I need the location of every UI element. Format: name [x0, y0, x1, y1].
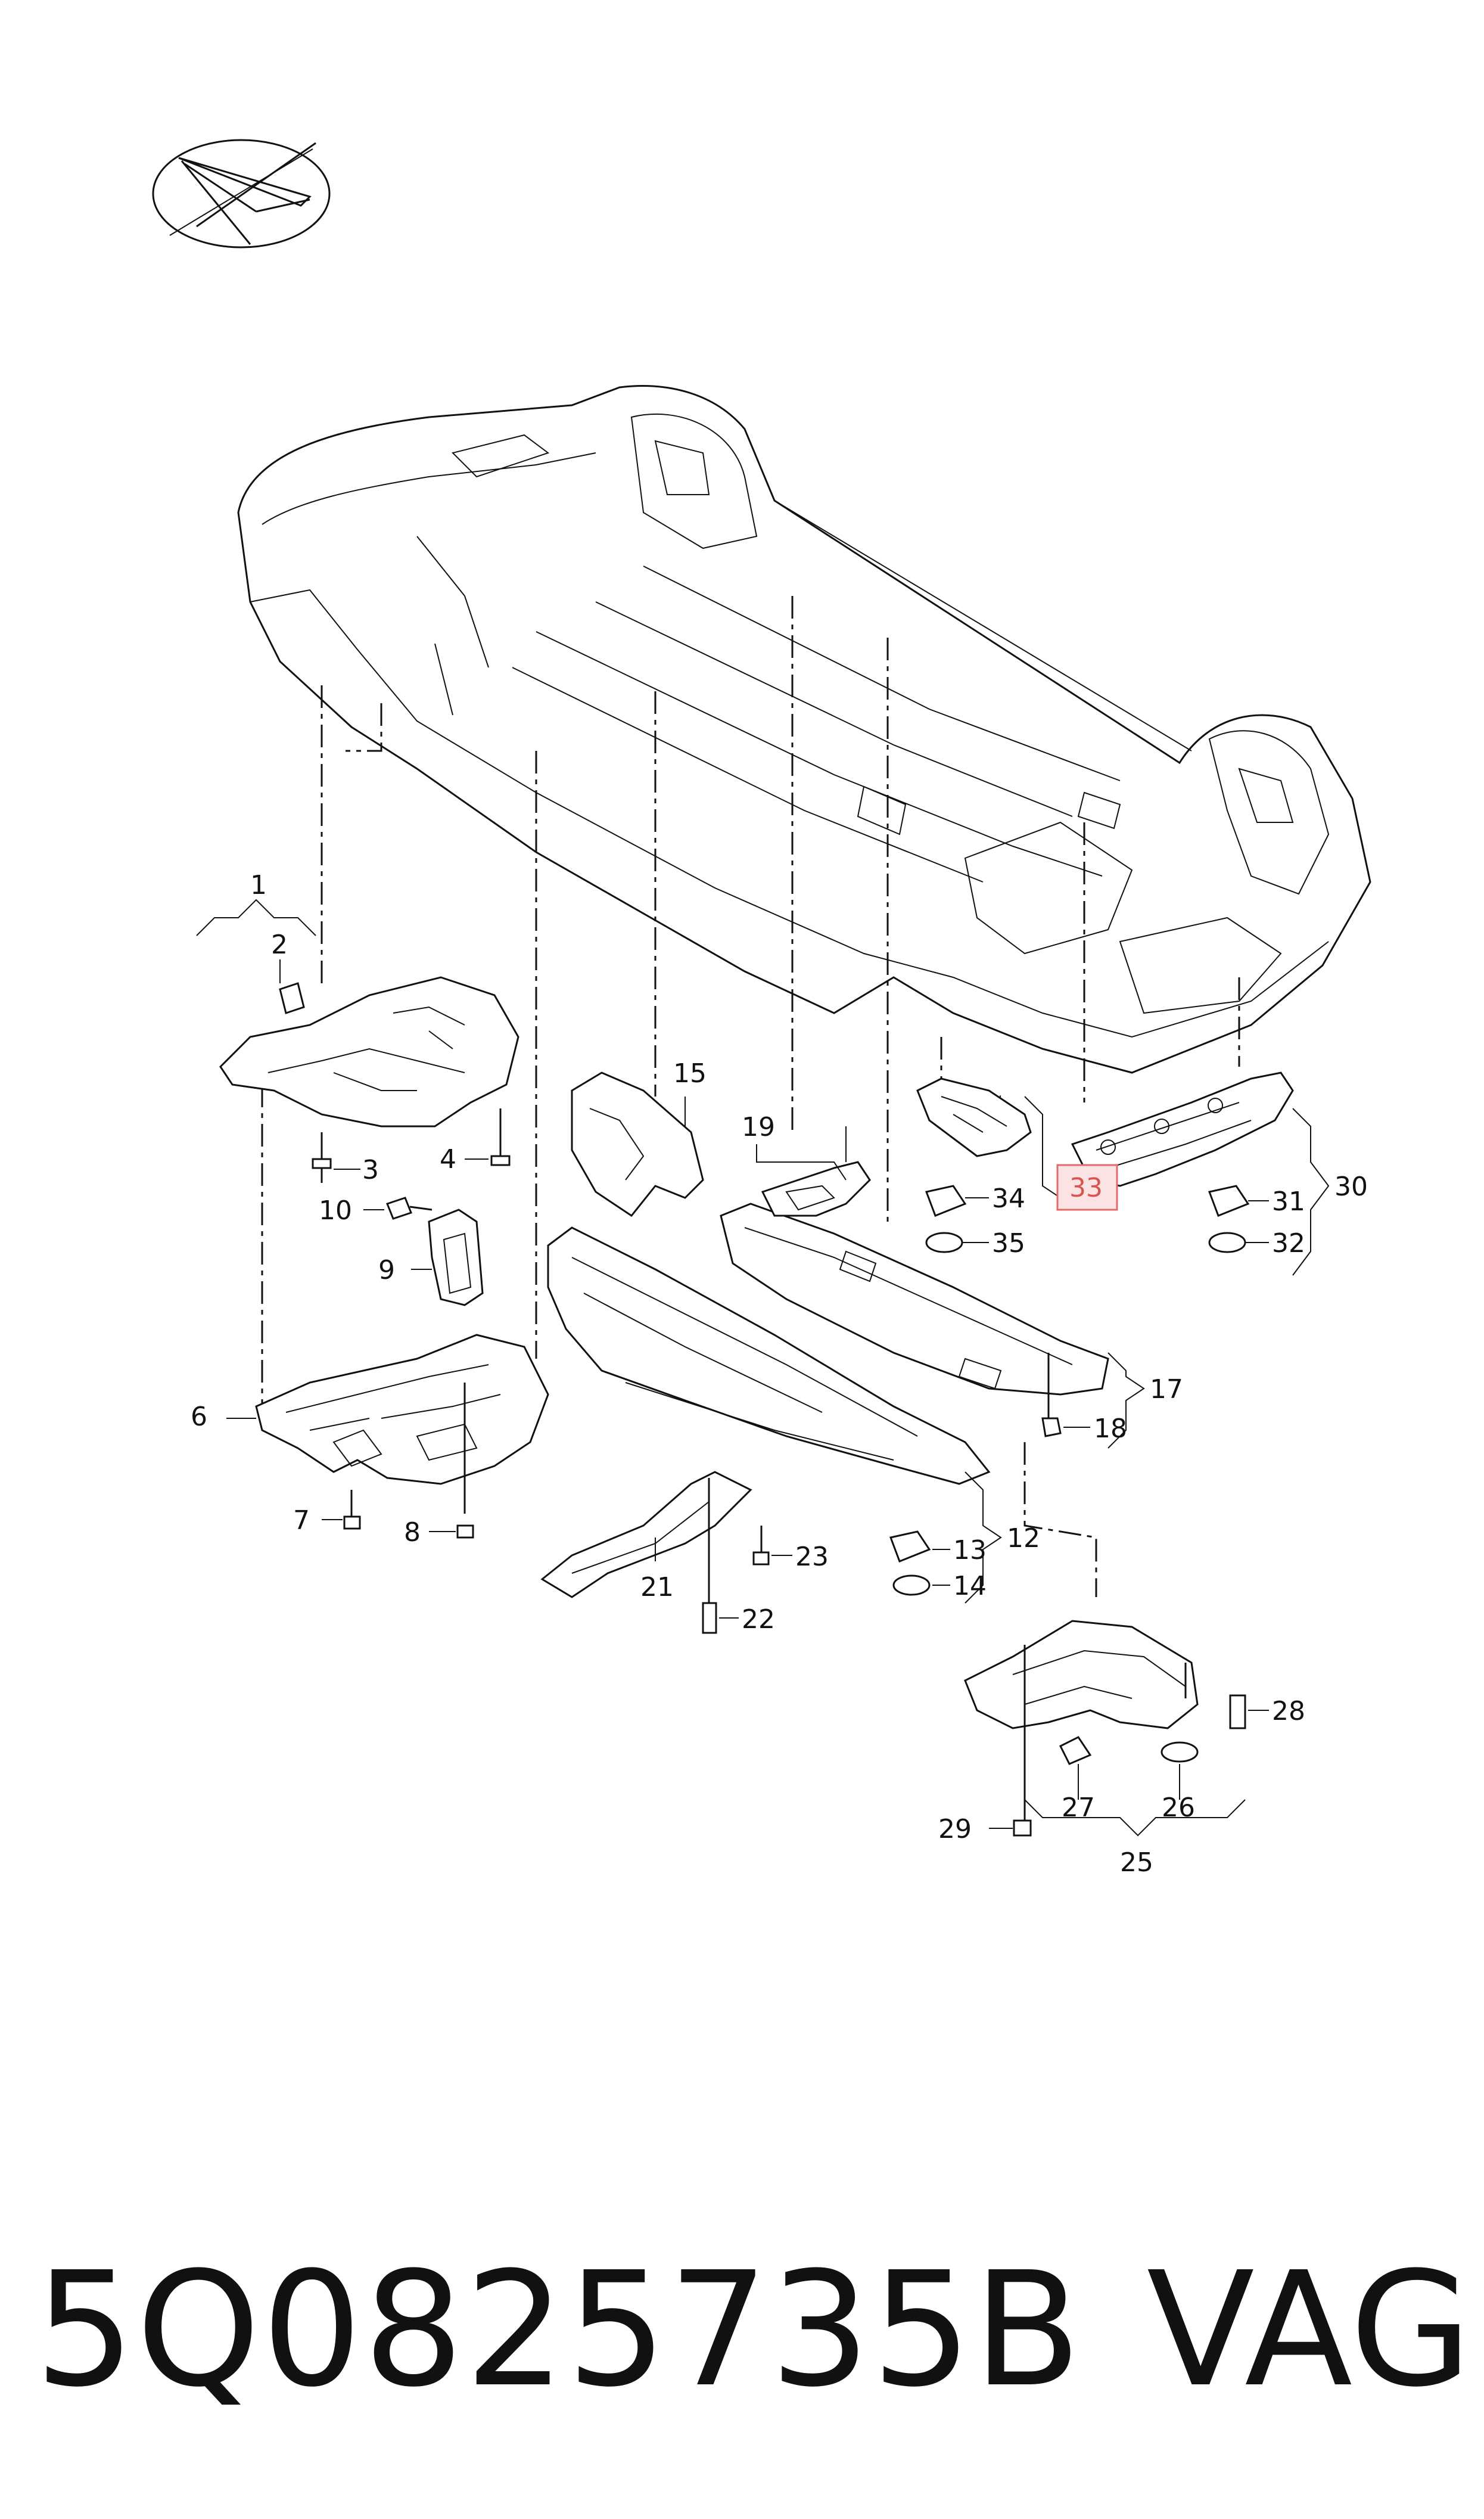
part-29-bolt: [1013, 1819, 1032, 1837]
label-28: 28: [1272, 1696, 1305, 1726]
label-30: 30: [1334, 1172, 1368, 1202]
label-13: 13: [953, 1535, 987, 1566]
part-13-clip: [889, 1530, 931, 1563]
part-35-nut: [925, 1232, 963, 1253]
part-17-tunnel-panel: [720, 1203, 1109, 1418]
label-21: 21: [640, 1572, 674, 1602]
highlight-box-33: [1056, 1164, 1118, 1211]
part-27-clip: [1059, 1736, 1092, 1765]
label-2: 2: [271, 930, 288, 960]
label-26: 26: [1162, 1793, 1195, 1823]
label-18: 18: [1094, 1414, 1127, 1444]
label-33: 33: [1069, 1173, 1103, 1203]
part-18-clip: [1041, 1417, 1062, 1437]
label-12: 12: [1007, 1523, 1040, 1554]
label-27: 27: [1062, 1793, 1095, 1823]
label-22: 22: [742, 1604, 775, 1635]
part-23-bolt: [752, 1526, 770, 1566]
label-14: 14: [953, 1571, 987, 1601]
part-12-side-panel: [547, 1226, 991, 1485]
part-15-heat-shield: [571, 1071, 704, 1217]
part-31-clip: [1208, 1185, 1250, 1217]
label-leaders: [226, 1158, 1269, 1829]
label-3: 3: [362, 1155, 379, 1185]
part-19-bracket: [761, 1161, 871, 1217]
part-1-engine-shield: [219, 976, 519, 1174]
part-25-rear-shield: [964, 1620, 1199, 1824]
label-23: 23: [795, 1542, 829, 1572]
part-4-bolt: [490, 1141, 511, 1166]
label-29: 29: [938, 1814, 972, 1844]
footer: 5Q0825735B VAG: [0, 2241, 1484, 2419]
label-6: 6: [191, 1402, 207, 1432]
label-17: 17: [1150, 1374, 1183, 1405]
vehicle-body-underside: [237, 385, 1371, 1074]
label-32: 32: [1272, 1228, 1305, 1259]
part-8-bolt: [456, 1524, 474, 1539]
label-4: 4: [440, 1144, 456, 1175]
label-10: 10: [319, 1195, 352, 1226]
label-19: 19: [742, 1112, 775, 1142]
label-31: 31: [1272, 1186, 1305, 1217]
brand-label: VAG: [1146, 2238, 1472, 2422]
part-6-underbody-panel: [255, 1334, 549, 1526]
part-33-heat-shield: [916, 1077, 1032, 1157]
part-22-bolt: [702, 1602, 717, 1634]
part-7-bolt: [343, 1515, 361, 1530]
part-number: 5Q0825735B: [35, 2238, 1083, 2422]
label-15: 15: [673, 1058, 707, 1089]
part-26-nut: [1161, 1741, 1199, 1763]
orientation-icon: [152, 139, 331, 249]
part-9-bracket: [428, 1209, 484, 1306]
assembly-leader-lines: [261, 596, 1240, 1597]
part-34-clip: [925, 1185, 967, 1217]
label-34: 34: [992, 1184, 1025, 1214]
label-8: 8: [404, 1517, 421, 1548]
part-28-bolt: [1229, 1694, 1246, 1729]
part-10-bolt: [386, 1197, 433, 1220]
part-2-clip: [279, 982, 305, 1014]
label-35: 35: [992, 1228, 1025, 1259]
part-3-bolt: [312, 1158, 332, 1183]
part-32-nut: [1208, 1232, 1246, 1253]
part-labels: 1 2 3 4 6 7 8 9 10 12 13 14 15 17 18 19 …: [191, 870, 1368, 1878]
group-brackets: [196, 899, 1330, 1837]
label-1: 1: [250, 870, 267, 900]
label-7: 7: [293, 1505, 310, 1536]
label-9: 9: [378, 1255, 395, 1285]
part-14-nut: [892, 1574, 931, 1596]
label-25: 25: [1120, 1847, 1153, 1878]
